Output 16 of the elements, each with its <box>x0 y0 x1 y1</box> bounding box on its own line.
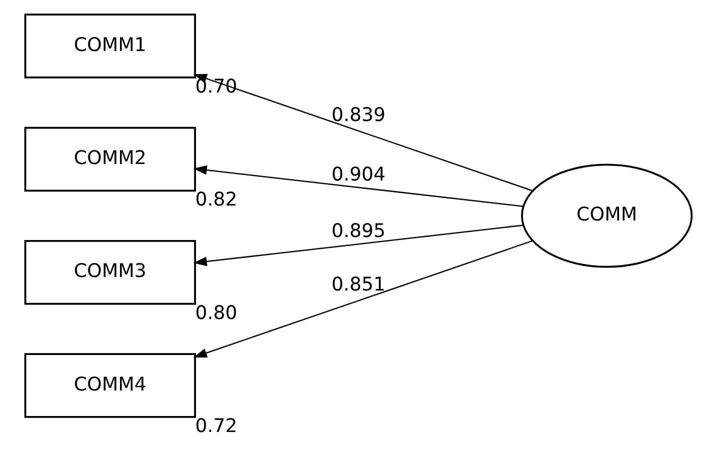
node-box: COMM4 <box>24 353 196 418</box>
arrow <box>193 240 533 358</box>
arrow <box>193 224 524 266</box>
node-ellipse: COMM <box>521 164 693 268</box>
edge-label: 0.851 <box>332 274 386 296</box>
node-label: 0.72 <box>195 415 238 438</box>
node-box: COMM1 <box>24 14 196 78</box>
node-label: 0.80 <box>195 302 238 324</box>
node-label: 0.82 <box>195 188 238 211</box>
edge-label: 0.895 <box>332 220 386 242</box>
node-box: COMM3 <box>24 240 196 305</box>
arrow <box>193 74 533 192</box>
edge-label: 0.839 <box>332 104 386 126</box>
node-box: COMM2 <box>24 126 196 192</box>
edge-label: 0.904 <box>332 164 386 186</box>
arrow <box>193 165 524 207</box>
